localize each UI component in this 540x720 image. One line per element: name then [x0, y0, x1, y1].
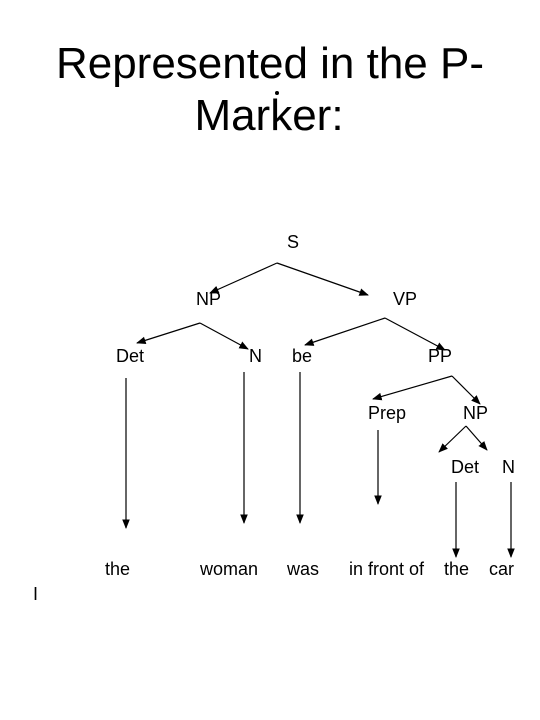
edge-pp-prep	[372, 375, 453, 401]
node-n: N	[249, 346, 262, 366]
node-n2: N	[502, 457, 515, 477]
node-prep: Prep	[368, 403, 406, 423]
title-dot	[275, 91, 279, 95]
side-mark: I	[33, 584, 38, 604]
node-det: Det	[116, 346, 144, 366]
edge-np-n	[199, 322, 249, 350]
edge-vp-pp	[384, 317, 446, 351]
node-np2: NP	[463, 403, 488, 423]
word-was: was	[286, 559, 319, 579]
word-car: car	[489, 559, 514, 579]
edge-np2-det2	[438, 425, 467, 453]
word-the-2: the	[444, 559, 469, 579]
node-np: NP	[196, 289, 221, 309]
node-vp: VP	[393, 289, 417, 309]
word-woman: woman	[199, 559, 258, 579]
edge-s-np	[209, 262, 278, 294]
slide-title-line2: Marker:	[194, 91, 344, 140]
node-be: be	[292, 346, 312, 366]
word-in-front-of: in front of	[349, 559, 425, 579]
edge-np2-n2	[465, 425, 488, 451]
word-the: the	[105, 559, 130, 579]
node-s: S	[287, 232, 299, 252]
node-pp: PP	[428, 346, 452, 366]
node-det2: Det	[451, 457, 479, 477]
edge-np-det	[136, 322, 201, 345]
slide-title-line1: Represented in the P-	[55, 39, 485, 88]
edge-s-vp	[276, 262, 369, 296]
slide-title: Represented in the P- Marker:	[0, 38, 540, 142]
edge-vp-be	[304, 317, 386, 346]
edge-pp-np2	[451, 375, 481, 405]
